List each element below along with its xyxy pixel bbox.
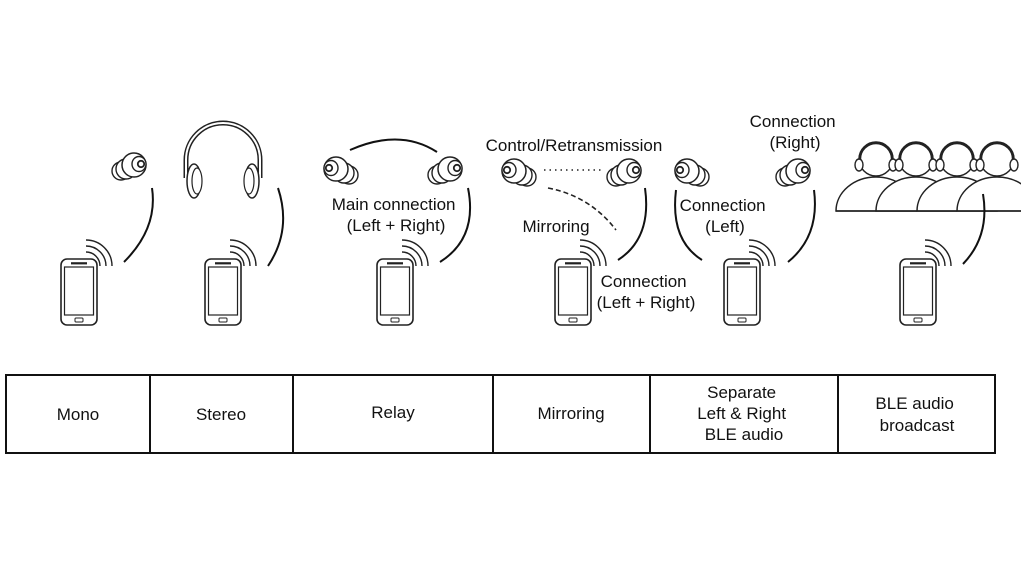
earbud-icon bbox=[111, 152, 147, 181]
connection-line bbox=[439, 187, 472, 263]
mirroring-connection-annotation: Connection (Left + Right) bbox=[597, 272, 696, 312]
earbud-icon-right bbox=[606, 158, 642, 187]
connection-line bbox=[962, 193, 986, 265]
connection-line bbox=[123, 187, 154, 263]
table-cell-broadcast: BLE audio broadcast bbox=[875, 394, 958, 435]
smartphone-icon bbox=[899, 258, 937, 326]
headphones-icon bbox=[183, 120, 263, 199]
relay-link-arc bbox=[349, 138, 438, 153]
smartphone-icon bbox=[723, 258, 761, 326]
connection-line-left bbox=[674, 189, 703, 261]
earbud-icon-left bbox=[502, 159, 536, 186]
relay-annotation: Main connection (Left + Right) bbox=[332, 195, 461, 235]
mode-relay-illustration: Main connection (Left + Right) bbox=[324, 138, 472, 326]
smartphone-icon bbox=[376, 258, 414, 326]
table-cell-mirroring: Mirroring bbox=[537, 404, 604, 423]
connection-line bbox=[267, 187, 285, 267]
mode-separate-illustration: Connection (Right) Connection (Left) bbox=[674, 112, 841, 326]
table-cell-relay: Relay bbox=[371, 403, 415, 422]
connection-line bbox=[617, 187, 648, 261]
table-cell-mono: Mono bbox=[57, 405, 100, 424]
table-cell-separate: Separate Left & Right BLE audio bbox=[697, 383, 791, 444]
mode-stereo-illustration bbox=[183, 120, 285, 326]
earbud-icon-left bbox=[324, 157, 358, 184]
smartphone-icon bbox=[204, 258, 242, 326]
connection-line-right bbox=[787, 189, 816, 263]
table-cell-stereo: Stereo bbox=[196, 405, 246, 424]
earbud-icon-right bbox=[775, 158, 811, 187]
mode-broadcast-illustration bbox=[834, 140, 1021, 326]
earbud-icon-right bbox=[427, 156, 463, 185]
mode-mirroring-illustration: Control/Retransmission Mirroring Connect… bbox=[486, 136, 696, 326]
smartphone-icon bbox=[60, 258, 98, 326]
mode-label-table: Mono Stereo Relay Mirroring Separate Lef… bbox=[5, 374, 996, 454]
smartphone-icon bbox=[554, 258, 592, 326]
mirroring-control-annotation: Control/Retransmission bbox=[486, 136, 663, 155]
earbud-icon-left bbox=[675, 159, 709, 186]
separate-right-annotation: Connection (Right) bbox=[750, 112, 841, 152]
separate-left-annotation: Connection (Left) bbox=[680, 196, 771, 236]
mirroring-dashed-link bbox=[547, 187, 617, 231]
mode-mono-illustration bbox=[60, 152, 154, 326]
mirroring-annotation: Mirroring bbox=[522, 217, 589, 236]
